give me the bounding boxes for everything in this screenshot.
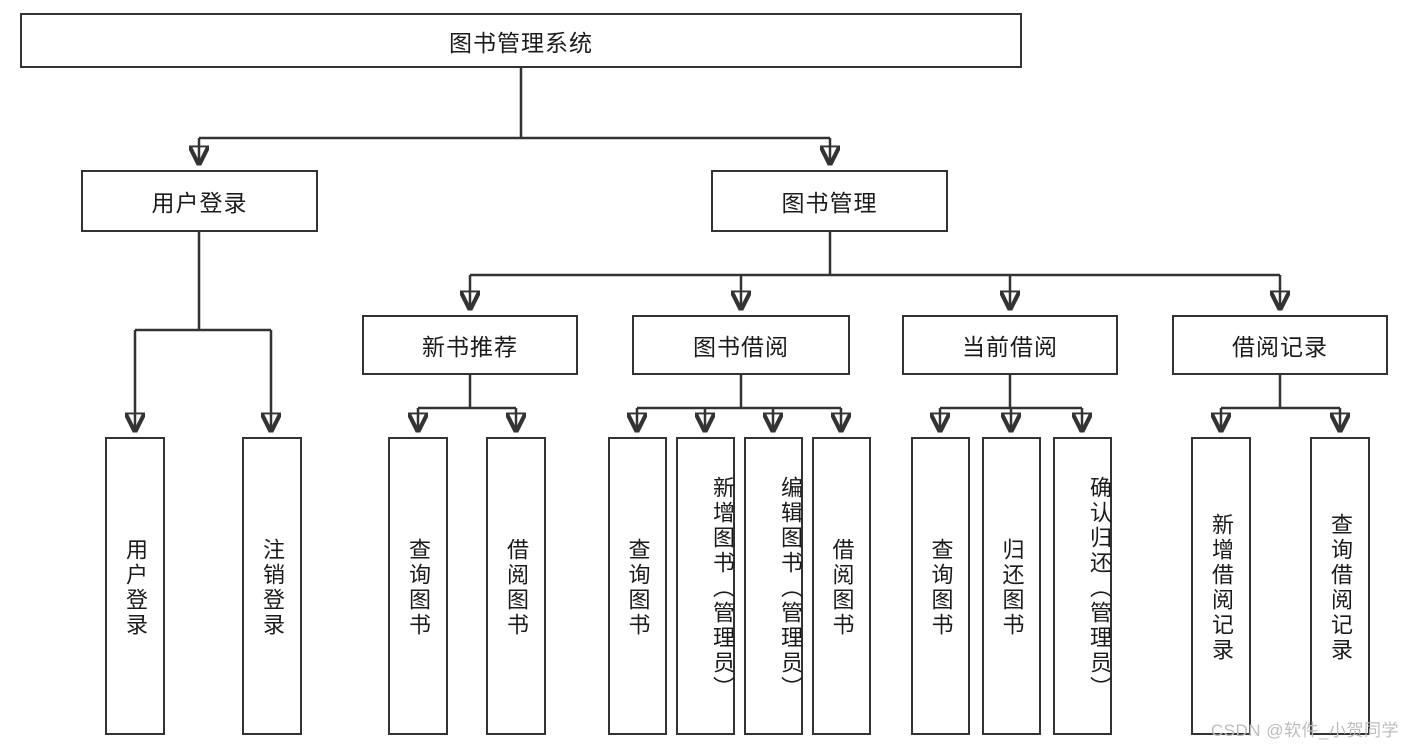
- node-leaf-add-borrow-record[interactable]: 新增借阅记录: [1191, 437, 1251, 735]
- node-leaf-query-book-1[interactable]: 查询图书: [388, 437, 448, 735]
- node-leaf-confirm-return[interactable]: 确认归还（管理员）: [1053, 437, 1112, 735]
- node-leaf-add-book[interactable]: 新增图书（管理员）: [676, 437, 735, 735]
- watermark-label: CSDN @软件_小贺同学: [1210, 721, 1399, 740]
- bookmanage-to-level3-connectors: [470, 232, 1280, 307]
- node-leaf-query-book-3[interactable]: 查询图书: [911, 437, 970, 735]
- borrowrecord-to-leaves-connectors: [1221, 375, 1340, 429]
- node-leaf-return-book[interactable]: 归还图书: [982, 437, 1041, 735]
- node-leaf-user-logout[interactable]: 注销登录: [242, 437, 302, 735]
- node-book-manage[interactable]: 图书管理: [711, 170, 948, 232]
- currentborrow-to-leaves-connectors: [940, 375, 1082, 429]
- root-to-level2-connectors: [199, 68, 830, 162]
- node-leaf-query-borrow-record[interactable]: 查询借阅记录: [1310, 437, 1370, 735]
- bookborrow-to-leaves-connectors: [637, 375, 841, 429]
- node-new-book-recommend[interactable]: 新书推荐: [362, 315, 578, 375]
- node-leaf-query-book-2[interactable]: 查询图书: [608, 437, 667, 735]
- node-leaf-edit-book[interactable]: 编辑图书（管理员）: [744, 437, 803, 735]
- node-leaf-borrow-book-2[interactable]: 借阅图书: [812, 437, 871, 735]
- node-borrow-record[interactable]: 借阅记录: [1172, 315, 1388, 375]
- node-user-login[interactable]: 用户登录: [81, 170, 318, 232]
- node-leaf-borrow-book-1[interactable]: 借阅图书: [486, 437, 546, 735]
- userlogin-to-leaves-connectors: [135, 232, 271, 429]
- node-root[interactable]: 图书管理系统: [20, 13, 1022, 68]
- node-book-borrow[interactable]: 图书借阅: [632, 315, 850, 375]
- node-current-borrow[interactable]: 当前借阅: [902, 315, 1118, 375]
- node-leaf-user-login[interactable]: 用户登录: [105, 437, 165, 735]
- newbook-to-leaves-connectors: [418, 375, 516, 429]
